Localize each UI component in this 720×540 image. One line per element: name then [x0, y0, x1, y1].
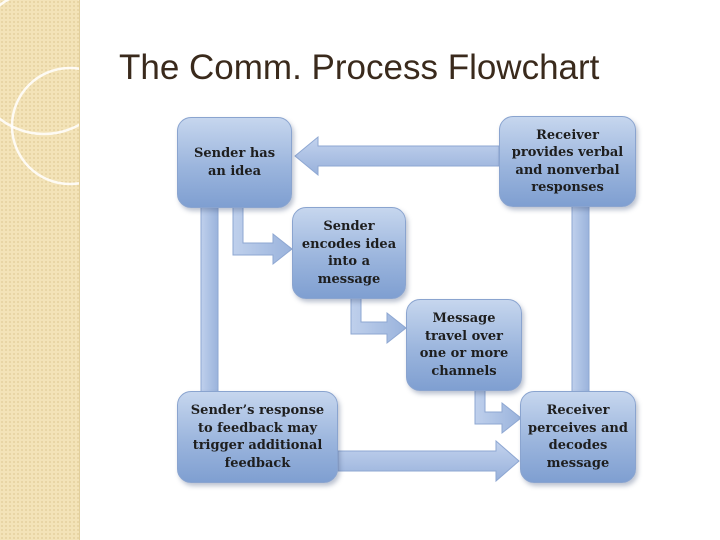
arrow-encodes-to-message	[350, 297, 407, 345]
node-receiver-decodes: Receiver perceives and decodes message	[520, 391, 636, 483]
node-sender-response: Sender’s response to feedback may trigge…	[177, 391, 338, 483]
node-sender-encodes: Sender encodes idea into a message	[292, 207, 406, 299]
node-sender-encodes-label: Sender encodes idea into a message	[301, 219, 397, 287]
arrow-idea-to-encodes	[232, 206, 293, 266]
arrow-responses-to-sender	[294, 135, 500, 177]
page-title: The Comm. Process Flowchart	[119, 48, 600, 87]
node-sender-has-idea-label: Sender has an idea	[193, 146, 276, 179]
node-receiver-decodes-label: Receiver perceives and decodes message	[528, 403, 628, 471]
node-receiver-responds: Receiver provides verbal and nonverbal r…	[499, 116, 636, 207]
node-sender-response-label: Sender’s response to feedback may trigge…	[190, 403, 325, 471]
node-sender-has-idea: Sender has an idea	[177, 117, 292, 208]
arrow-decodes-to-responds	[571, 205, 590, 393]
arrow-feedback-to-receiver	[337, 439, 520, 483]
arrow-feedback-to-idea	[200, 205, 219, 393]
node-receiver-responds-label: Receiver provides verbal and nonverbal r…	[511, 127, 624, 196]
arrow-message-to-receiver	[474, 389, 522, 435]
node-message-travels-label: Message travel over one or more channels	[419, 311, 509, 379]
node-message-travels: Message travel over one or more channels	[406, 299, 522, 391]
decorative-sidebar	[0, 0, 80, 540]
sidebar-circles-decoration	[0, 0, 79, 186]
